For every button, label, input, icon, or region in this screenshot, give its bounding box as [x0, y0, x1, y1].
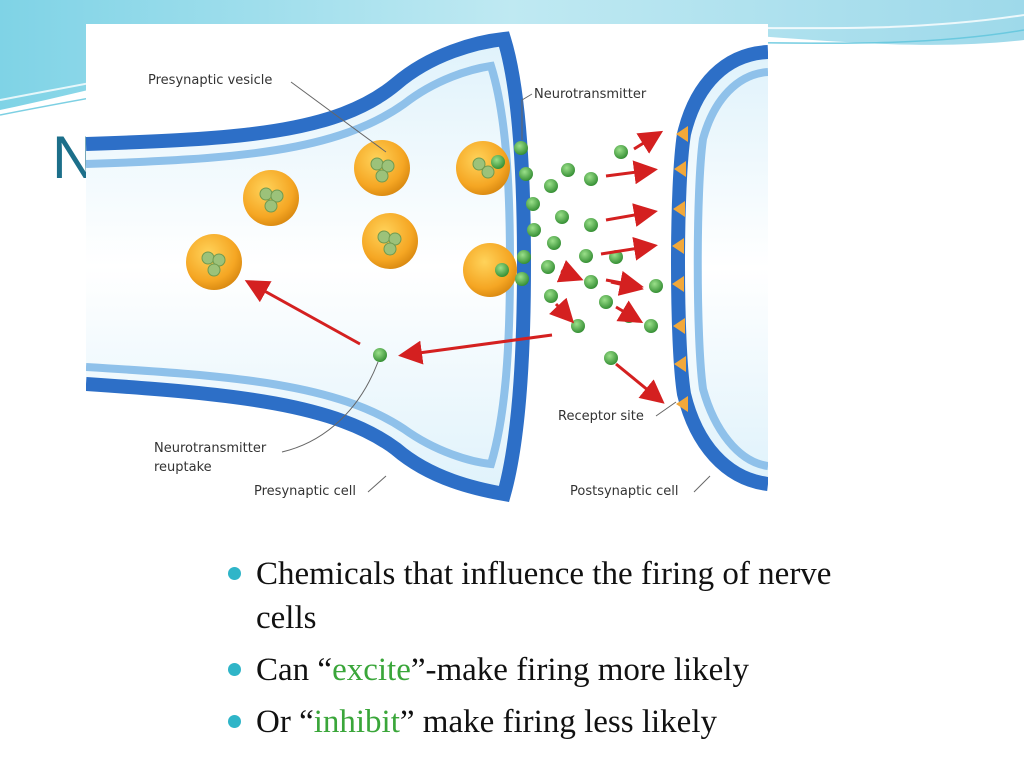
bullet-item: Can “excite”-make firing more likely [226, 648, 866, 692]
label-neurotransmitter: Neurotransmitter [534, 87, 647, 102]
label-presynaptic-vesicle: Presynaptic vesicle [148, 73, 272, 88]
presynaptic-cell-shape [86, 31, 532, 503]
receptor-sites [672, 126, 688, 412]
signal-arrows [244, 130, 665, 404]
bullet-dot-icon [228, 663, 241, 676]
bullet-dot-icon [228, 715, 241, 728]
highlight-inhibit: inhibit [313, 704, 400, 740]
bullet-item: Or “inhibit” make firing less likely [226, 700, 866, 744]
label-reuptake-line1: Neurotransmitter [154, 441, 267, 456]
label-postsynaptic-cell: Postsynaptic cell [570, 484, 678, 499]
bullet-text-before: Or “ [256, 704, 314, 740]
synapse-diagram: Presynaptic vesicle Neurotransmitter Rec… [86, 24, 768, 514]
bullet-text-before: Can “ [256, 652, 333, 688]
diagram-labels: Presynaptic vesicle Neurotransmitter Rec… [148, 73, 711, 499]
bullet-item: Chemicals that influence the firing of n… [226, 552, 866, 640]
label-presynaptic-cell: Presynaptic cell [254, 484, 356, 499]
presynaptic-vesicles [186, 140, 517, 297]
bullet-dot-icon [228, 567, 241, 580]
label-reuptake-line2: reuptake [154, 460, 212, 475]
highlight-excite: excite [332, 652, 411, 688]
bullet-text-after: ”-make firing more likely [410, 652, 749, 688]
bullet-text-after: ” make firing less likely [399, 704, 717, 740]
bullet-list: Chemicals that influence the firing of n… [226, 552, 866, 752]
bullet-text: Chemicals that influence the firing of n… [256, 556, 832, 636]
label-receptor-site: Receptor site [558, 409, 644, 424]
postsynaptic-cell-shape [671, 45, 768, 491]
